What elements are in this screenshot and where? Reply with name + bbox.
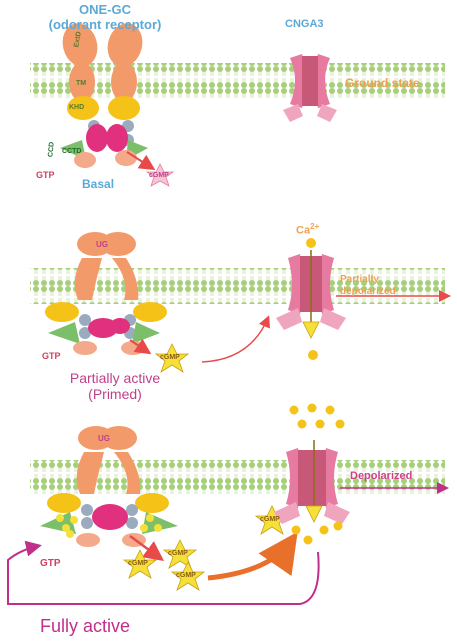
channel-title: CNGA3 [285, 18, 324, 30]
cnga3-channel-closed [283, 54, 337, 122]
cgmp-star-full-3 [170, 561, 206, 591]
membrane-2 [30, 268, 445, 304]
cnga3-channel-open [274, 448, 350, 524]
partial-depolarized-label: Partially depolarized [340, 274, 396, 298]
ca-ion-in [308, 350, 318, 360]
primed-arrow [129, 338, 152, 355]
gtp-label-3: GTP [40, 558, 61, 569]
ca-arrowhead-3 [305, 505, 323, 523]
cgmp-label-3c: cGMP [176, 572, 196, 579]
membrane-1 [30, 63, 445, 99]
ca-ion [325, 405, 335, 415]
partial-depolarized-line1: Partially [340, 274, 379, 285]
one-gc-receptor-basal [60, 23, 148, 168]
basal-label: Basal [82, 177, 115, 191]
ground-state-label: Ground state [345, 76, 420, 90]
one-gc-receptor-primed [45, 232, 167, 355]
fully-active-label: Fully active [40, 616, 131, 636]
cgmp-label-3d: cGMP [260, 516, 280, 523]
ca-feedback-loop [7, 540, 320, 605]
gtp-label-1: GTP [36, 170, 55, 180]
ca-ion [333, 521, 343, 531]
cgmp-star-full-2 [162, 539, 198, 569]
cgmp-label-3a: cGMP [128, 560, 148, 567]
full-arrow [129, 534, 165, 561]
ca-ion [307, 403, 317, 413]
ca-ion [335, 419, 345, 429]
calcium-charge: 2+ [310, 222, 320, 231]
cgmp-star-primed [154, 343, 190, 373]
domain-label-tm: TM [76, 80, 87, 87]
receptor-title-line1: ONE-GC [79, 2, 131, 17]
domain-label-khd: KHD [69, 104, 85, 111]
ca-ion [297, 419, 307, 429]
ca-ion [315, 419, 325, 429]
ug-label-3: UG [98, 434, 110, 443]
basal-arrow [126, 151, 156, 171]
partially-active-line2: (Primed) [88, 386, 142, 402]
partially-active-line1: Partially active [69, 370, 161, 386]
partial-depolarized-line2: depolarized [340, 286, 396, 297]
ca-arrowhead-2 [302, 321, 320, 339]
cgmp-label-3b: cGMP [168, 550, 188, 557]
cgmp-star-full-1 [122, 549, 158, 579]
calcium-label: Ca2+ [296, 222, 319, 237]
cgmp-label-2: cGMP [160, 354, 180, 361]
gtp-label-2: GTP [42, 351, 61, 361]
cgmp-star-basal [145, 163, 175, 187]
domain-label-cctd: CCTD [62, 148, 82, 155]
ca-ion [319, 525, 329, 535]
domain-label-ccd: CCD [47, 141, 56, 158]
one-gc-receptor-full [40, 426, 178, 547]
receptor-title: ONE-GC (odorant receptor) [30, 2, 180, 32]
partially-active-label: Partially active (Primed) [30, 370, 200, 402]
ug-label-2: UG [96, 240, 108, 249]
cgmp-label-1: cGMP [149, 172, 169, 179]
ca-ion [291, 525, 301, 535]
depolarized-label: Depolarized [350, 470, 413, 482]
ca-ion [306, 238, 316, 248]
calcium-symbol: Ca [296, 224, 311, 237]
ca-ion [289, 405, 299, 415]
ca-ion [303, 535, 313, 545]
cgmp-to-channel-arrow-full [207, 531, 298, 581]
receptor-title-line2: (odorant receptor) [48, 17, 162, 32]
cgmp-to-channel-arrow [201, 315, 270, 363]
